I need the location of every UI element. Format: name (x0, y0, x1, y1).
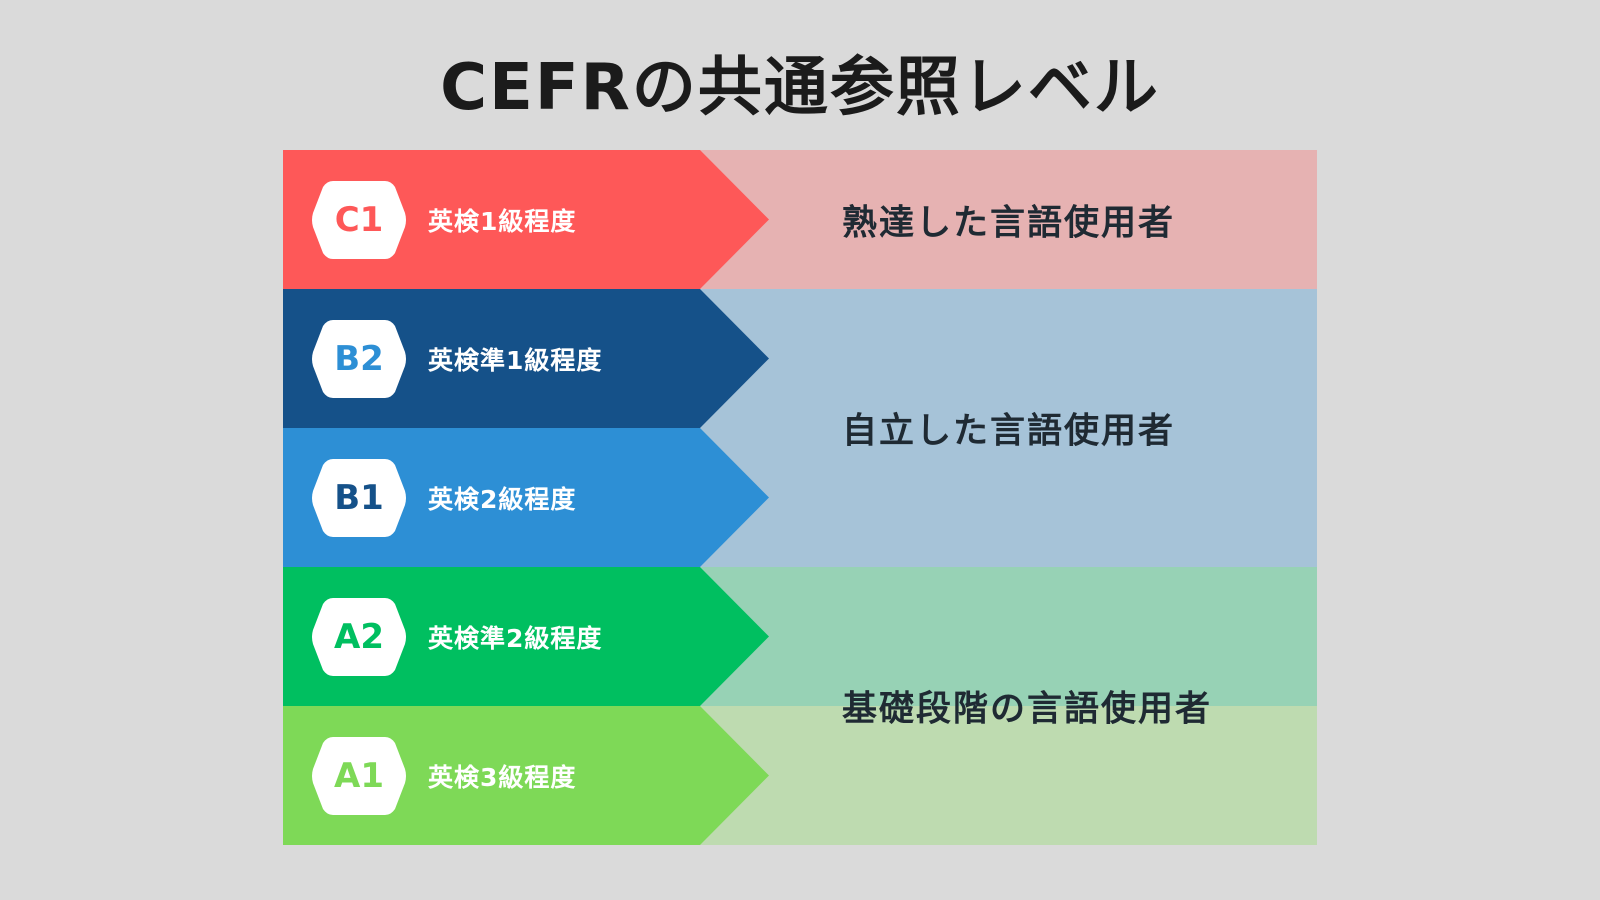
hexagon-badge-icon (312, 597, 406, 676)
eiken-equivalent-c1: 英検1級程度 (428, 206, 577, 236)
group-label-proficient: 熟達した言語使用者 (842, 203, 1176, 243)
arrow-c1 (283, 150, 769, 289)
arrow-a2 (283, 567, 769, 706)
band-b2-b1 (700, 289, 1317, 567)
eiken-equivalent-b1: 英検2級程度 (428, 484, 577, 514)
level-code: B2 (334, 338, 384, 379)
band-a1 (700, 706, 1317, 845)
level-badge-b1: B1 (311, 457, 407, 539)
group-label-independent: 自立した言語使用者 (842, 411, 1176, 452)
level-badge-a2: A2 (311, 596, 407, 678)
level-code: A1 (334, 755, 384, 796)
hexagon-badge-icon (312, 458, 406, 537)
arrow-b1 (283, 428, 769, 567)
arrow-b2 (283, 289, 769, 428)
level-badge-b2: B2 (311, 318, 407, 400)
level-code: C1 (334, 199, 384, 240)
level-badge-a1: A1 (311, 735, 407, 817)
page-title: CEFRの共通参照レベル (440, 51, 1160, 125)
band-c1 (700, 150, 1317, 289)
hexagon-badge-icon (312, 736, 406, 815)
eiken-equivalent-b2: 英検準1級程度 (428, 345, 603, 375)
eiken-equivalent-a1: 英検3級程度 (428, 762, 577, 792)
group-label-basic: 基礎段階の言語使用者 (842, 689, 1213, 730)
hexagon-badge-icon (312, 180, 406, 259)
level-code: A2 (334, 616, 384, 657)
arrow-a1 (283, 706, 769, 845)
hexagon-badge-icon (312, 319, 406, 398)
level-badge-c1: C1 (311, 179, 407, 261)
band-a2 (700, 567, 1317, 706)
level-code: B1 (334, 477, 384, 518)
eiken-equivalent-a2: 英検準2級程度 (428, 623, 603, 653)
